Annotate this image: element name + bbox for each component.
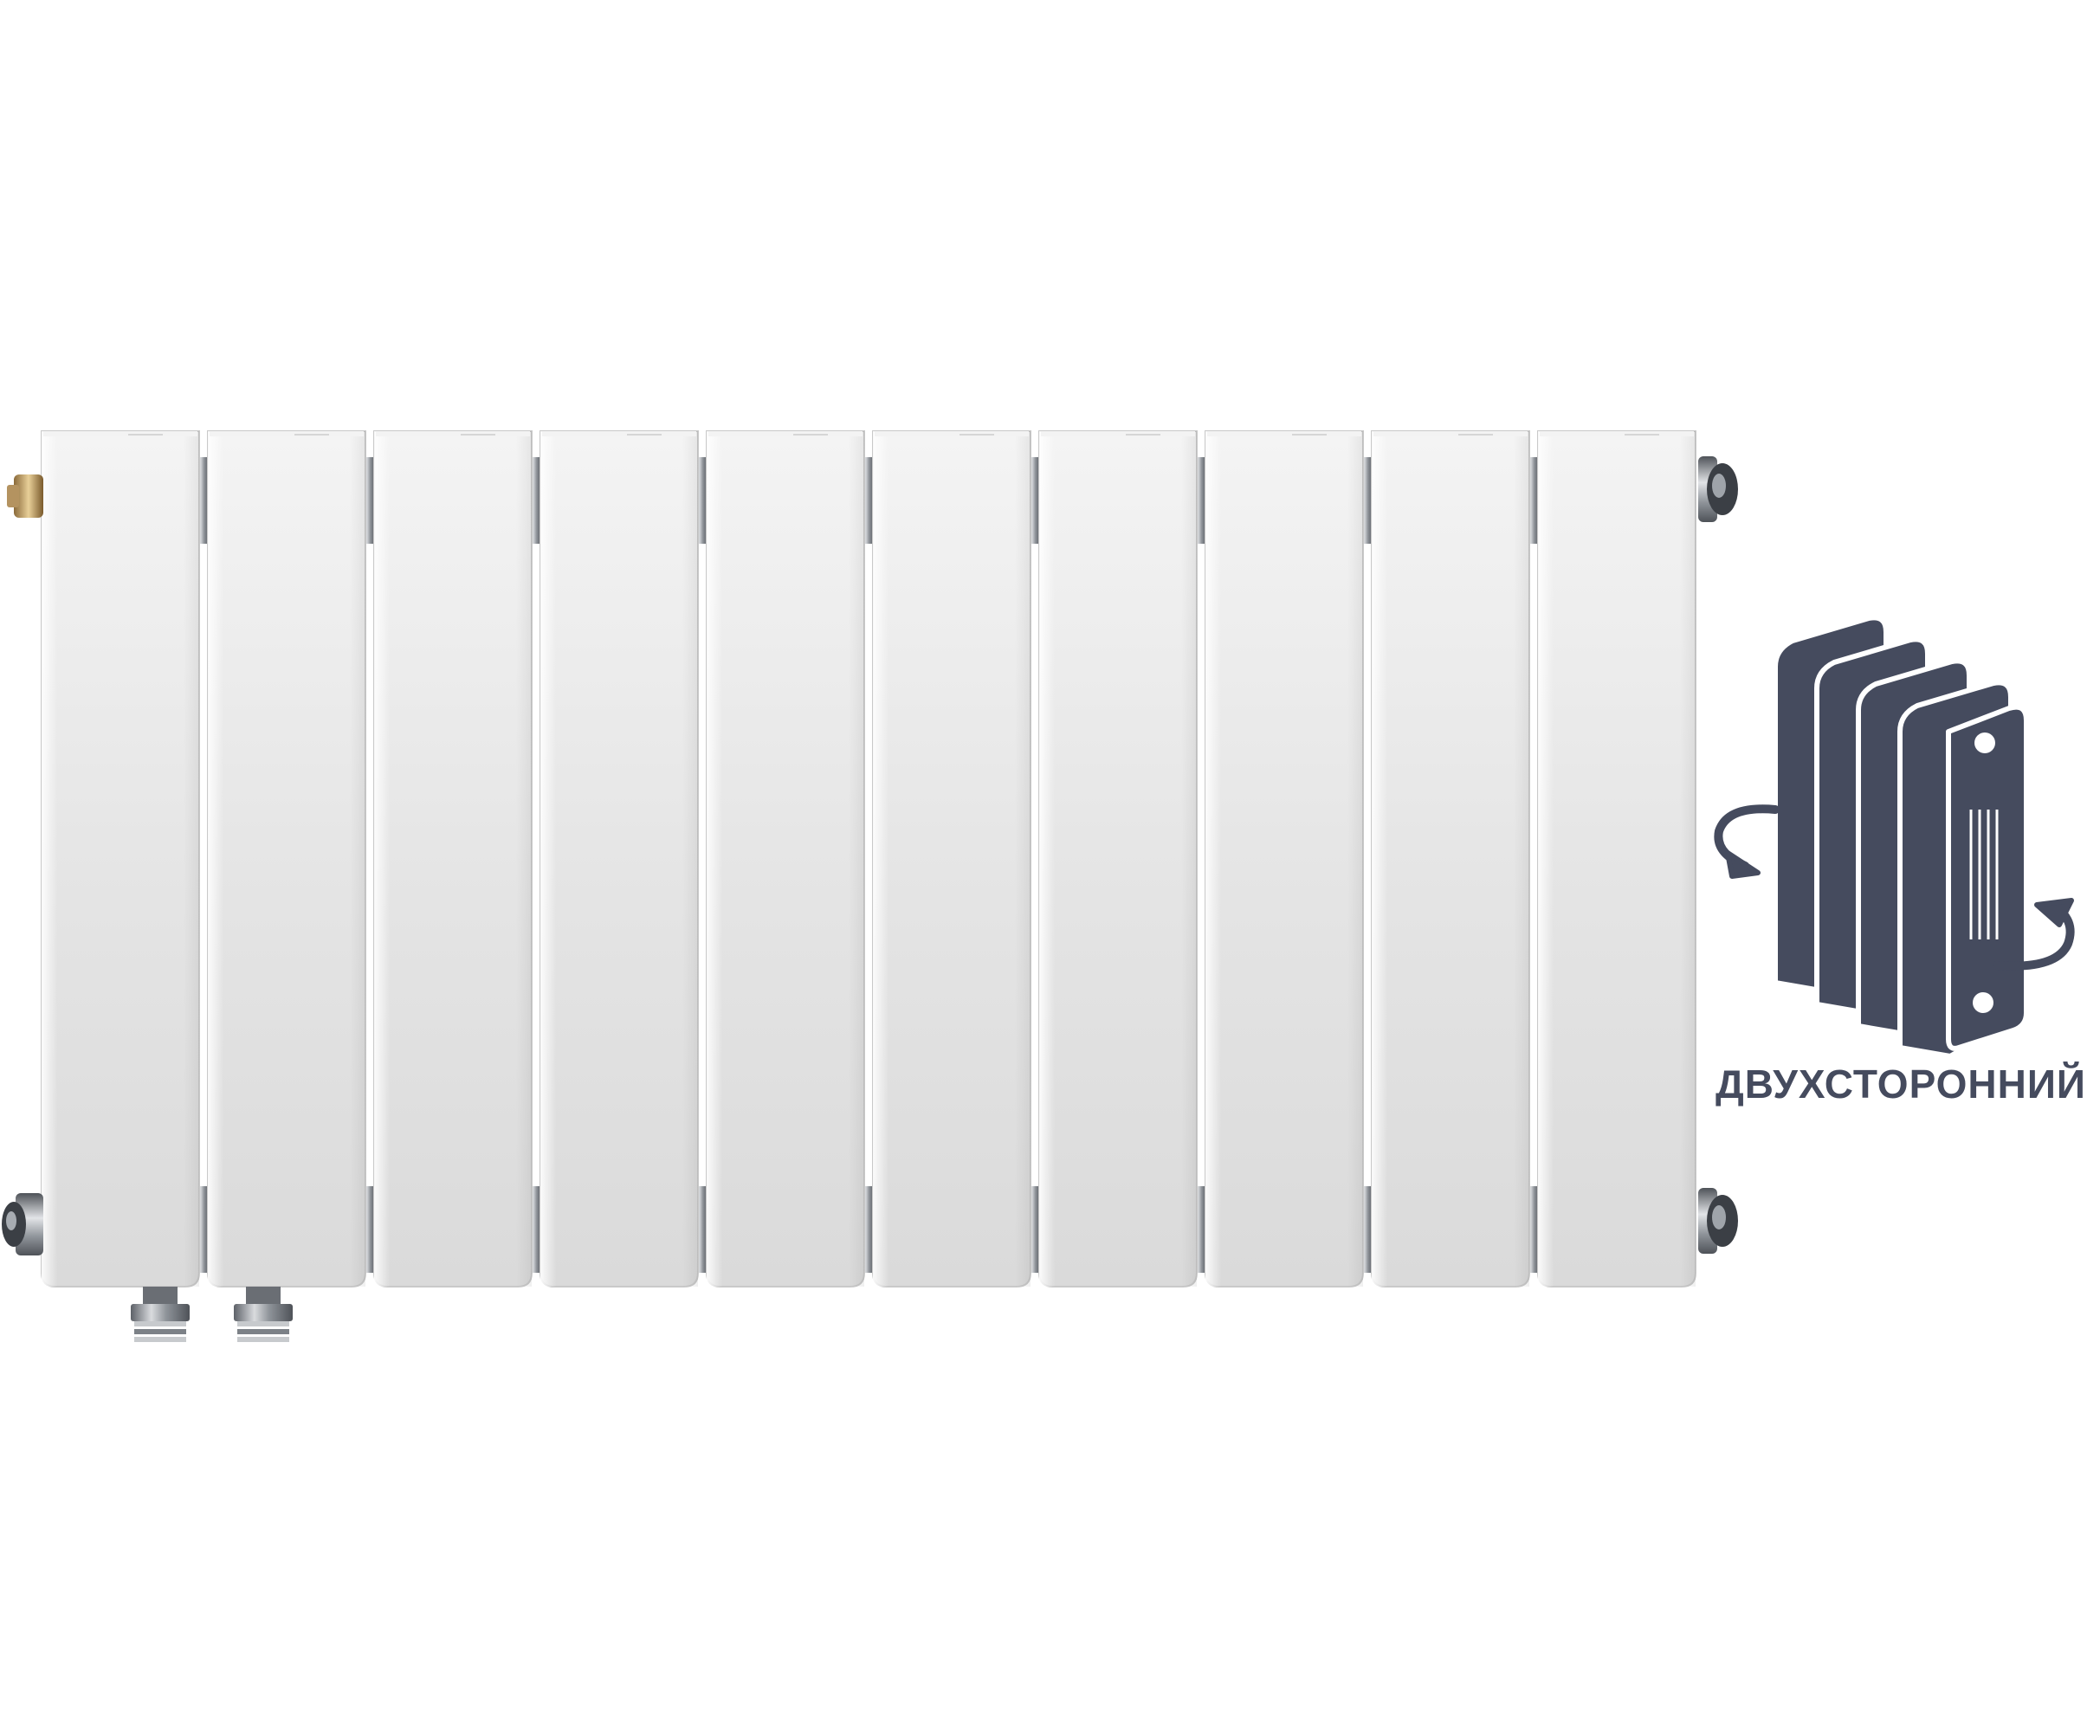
section-top-edge xyxy=(1041,431,1195,436)
radiator-section xyxy=(41,430,200,1287)
nipple-thread xyxy=(134,1321,186,1326)
section-top-edge xyxy=(210,431,364,436)
plug-highlight xyxy=(1712,1205,1726,1229)
section-top-edge xyxy=(1207,431,1361,436)
air-valve-body xyxy=(14,474,43,518)
section-shading xyxy=(1372,431,1529,1287)
double-sided-caption: ДВУХСТОРОННИЙ xyxy=(1715,1062,2086,1107)
right-bottom-plug xyxy=(1698,1188,1738,1254)
rotate-left-arrow-icon xyxy=(1714,804,1780,879)
connection-nipple-right xyxy=(234,1287,293,1342)
radiator-section xyxy=(1371,430,1530,1287)
radiator-section xyxy=(540,430,699,1287)
nipple-nut xyxy=(131,1304,190,1321)
radiator-section xyxy=(706,430,865,1287)
section-shading xyxy=(208,431,365,1287)
connection-nipple-left xyxy=(131,1287,190,1342)
radiator-section xyxy=(207,430,366,1287)
air-valve xyxy=(7,474,43,518)
section-top-edge xyxy=(1540,431,1694,436)
plug-highlight xyxy=(6,1211,16,1230)
arrow-head xyxy=(2034,898,2074,927)
section-shading xyxy=(42,431,199,1287)
section-top-edge xyxy=(376,431,530,436)
section-shading xyxy=(540,431,698,1287)
radiator-section xyxy=(1205,430,1364,1287)
radiator-section xyxy=(373,430,533,1287)
nipple-neck xyxy=(246,1287,281,1306)
section-shading xyxy=(873,431,1031,1287)
plug-highlight xyxy=(1712,474,1726,498)
radiator-section xyxy=(1038,430,1198,1287)
section-shading xyxy=(707,431,864,1287)
nipple-neck xyxy=(143,1287,178,1306)
section-top-edge xyxy=(542,431,696,436)
nipple-thread xyxy=(237,1337,289,1342)
air-valve-screw xyxy=(7,485,19,507)
radiator-section xyxy=(1537,430,1696,1287)
nipple-thread xyxy=(134,1337,186,1342)
rotate-right-arrow-icon xyxy=(1993,898,2075,971)
radiator-section xyxy=(872,430,1031,1287)
section-top-edge xyxy=(43,431,197,436)
icon-top-port xyxy=(1974,732,1995,753)
left-bottom-plug xyxy=(2,1193,43,1255)
section-shading xyxy=(1205,431,1363,1287)
section-top-edge xyxy=(708,431,863,436)
radiator-body xyxy=(41,430,1696,1287)
section-shading xyxy=(1538,431,1696,1287)
nipple-thread xyxy=(237,1321,289,1326)
section-top-edge xyxy=(875,431,1029,436)
radiator-fittings xyxy=(2,456,1738,1342)
nipple-thread xyxy=(134,1329,186,1334)
section-shading xyxy=(1039,431,1197,1287)
nipple-nut xyxy=(234,1304,293,1321)
double-sided-radiator-icon xyxy=(1714,615,2075,1059)
icon-bottom-port xyxy=(1973,992,1993,1013)
section-shading xyxy=(374,431,532,1287)
right-top-plug xyxy=(1698,456,1738,522)
icon-front-face xyxy=(1946,704,2029,1051)
section-top-edge xyxy=(1373,431,1528,436)
arrow-head xyxy=(1725,850,1761,879)
nipple-thread xyxy=(237,1329,289,1334)
